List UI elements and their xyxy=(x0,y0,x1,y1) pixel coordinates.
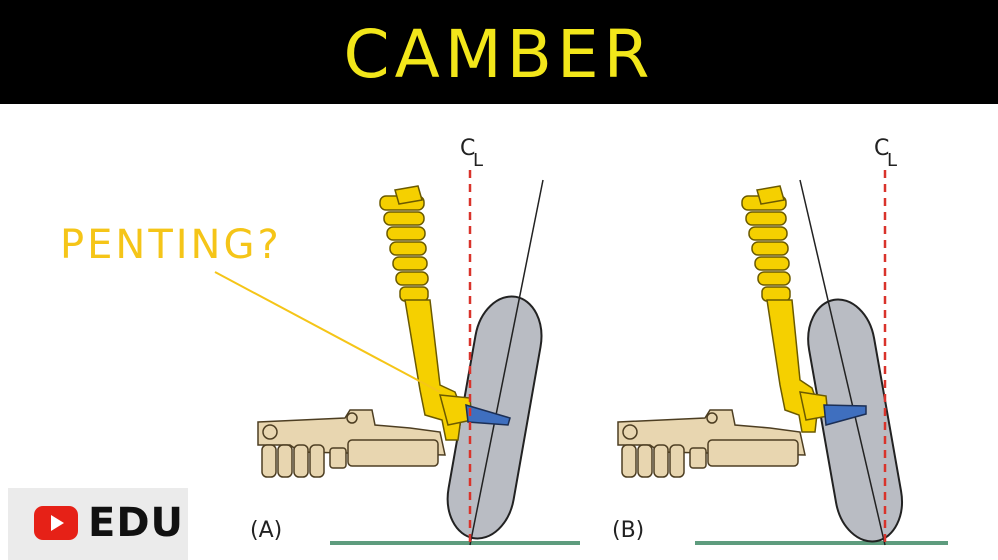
centerline-label-a: C xyxy=(460,136,476,161)
callout-pointer xyxy=(214,271,441,393)
centerline-sublabel-a: L xyxy=(473,150,484,171)
page-title: CAMBER xyxy=(343,15,655,93)
panel-label-a: (A) xyxy=(250,518,283,543)
control-arm-b xyxy=(617,409,806,478)
control-arm-a xyxy=(257,409,446,478)
strut-boot-a xyxy=(379,195,429,302)
centerline-label-b: C xyxy=(874,136,890,161)
wheel-axis-b xyxy=(799,179,886,546)
centerline-sublabel-b: L xyxy=(887,150,898,171)
ball-joint-b xyxy=(823,404,867,426)
strut-top-b xyxy=(756,185,785,205)
youtube-play-icon xyxy=(34,506,78,540)
ball-joint-a xyxy=(465,403,511,426)
wheel-b xyxy=(807,298,903,543)
title-bar: CAMBER xyxy=(0,0,998,104)
callout-text: PENTING? xyxy=(60,222,282,268)
strut-boot-b xyxy=(741,195,791,302)
panel-b xyxy=(617,170,948,546)
panel-a xyxy=(214,170,580,546)
channel-logo: EDU xyxy=(8,488,188,560)
strut-top-a xyxy=(394,185,423,205)
wheel-axis-a xyxy=(469,179,544,546)
logo-text: EDU xyxy=(88,500,185,546)
panel-label-b: (B) xyxy=(612,518,645,543)
